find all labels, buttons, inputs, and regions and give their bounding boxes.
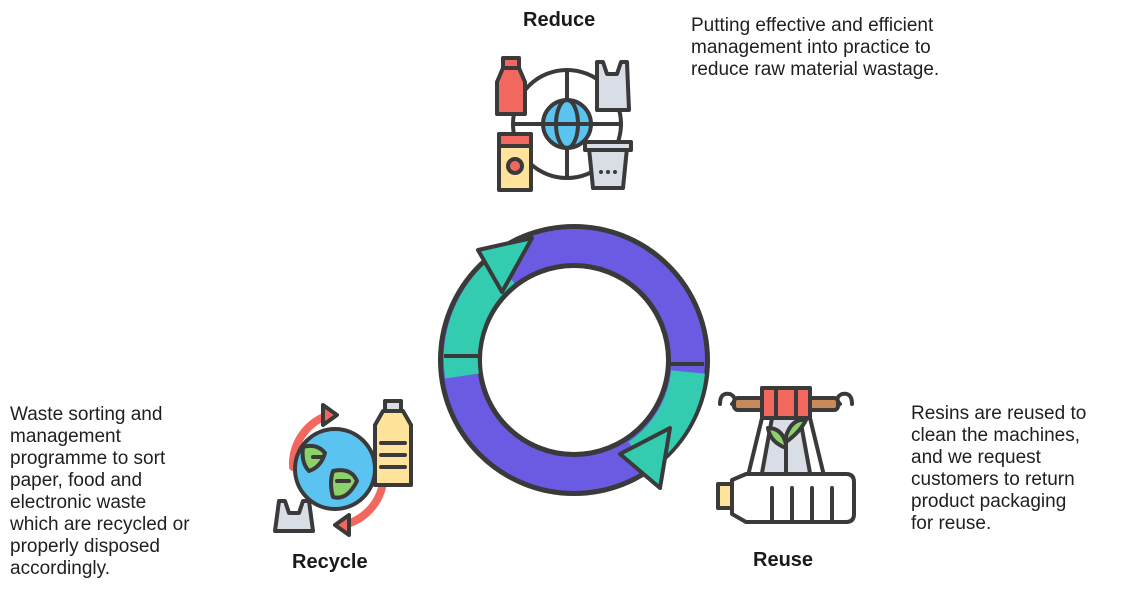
reuse-title: Reuse [753, 549, 814, 571]
reduce-description-line-2: management into practice to [691, 37, 931, 58]
reduce-description-line-3: reduce raw material wastage. [691, 59, 940, 80]
reduce-materials-icon [495, 56, 633, 192]
reuse-description-line-3: and we request [911, 447, 1041, 468]
reduce-description-line-1: Putting effective and efficient [691, 15, 934, 36]
reduce-title: Reduce [523, 9, 596, 31]
cycle-arrows-icon [438, 224, 710, 496]
reuse-description-line-6: for reuse. [911, 513, 992, 534]
recycle-description-line-2: management [10, 426, 121, 447]
recycle-description-line-1: Waste sorting and [10, 404, 163, 425]
recycle-description-line-7: properly disposed [10, 536, 160, 557]
recycle-globe-icon [273, 399, 413, 537]
recycle-description-line-5: electronic waste [10, 492, 147, 513]
reuse-bottle-plant-icon [716, 386, 856, 524]
reuse-description-line-4: customers to return [911, 469, 1075, 490]
reduce-description: Putting effective and efficient manageme… [691, 15, 939, 81]
recycle-description: Waste sorting and management programme t… [10, 404, 190, 580]
reuse-description-line-1: Resins are reused to [911, 403, 1087, 424]
reuse-description-line-2: clean the machines, [911, 425, 1080, 446]
recycle-title: Recycle [292, 551, 368, 573]
recycle-description-line-8: accordingly. [10, 558, 110, 579]
recycle-description-line-4: paper, food and [10, 470, 143, 491]
reuse-description: Resins are reused to clean the machines,… [911, 403, 1086, 535]
recycle-description-line-6: which are recycled or [10, 514, 190, 535]
reuse-description-line-5: product packaging [911, 491, 1067, 512]
recycle-description-line-3: programme to sort [10, 448, 166, 469]
